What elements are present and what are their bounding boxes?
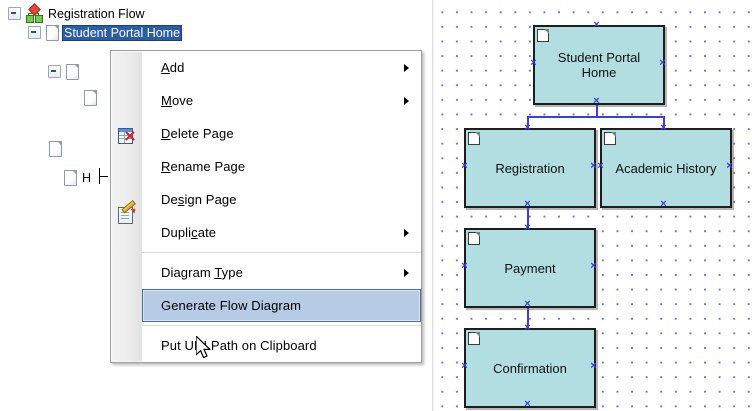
menu-item-move-label: Move xyxy=(161,93,194,108)
expander-icon[interactable] xyxy=(48,65,61,78)
tree-label-student-portal-home: Student Portal Home xyxy=(62,24,183,41)
menu-item-delete-page[interactable]: Delete Page xyxy=(142,117,421,150)
menu-item-design-page-label: Design Page xyxy=(161,192,237,207)
menu-item-add[interactable]: Add xyxy=(142,51,421,84)
page-corner-icon xyxy=(604,132,616,145)
sitemap-icon xyxy=(25,3,43,23)
menu-item-generate-flow-diagram-label: Generate Flow Diagram xyxy=(161,298,302,313)
tree-row-child-3[interactable] xyxy=(48,139,69,158)
connector-sph-branch xyxy=(528,116,665,118)
connection-point[interactable] xyxy=(460,262,469,271)
menu-separator xyxy=(142,325,421,326)
chevron-right-icon xyxy=(404,96,409,105)
connection-point[interactable] xyxy=(460,362,469,371)
diagram-node-confirmation[interactable]: Confirmation xyxy=(464,328,596,408)
page-icon xyxy=(48,140,62,157)
page-icon xyxy=(63,169,77,186)
tree-row-child-4[interactable]: H xyxy=(63,168,93,187)
tree-connector-line xyxy=(99,176,108,177)
menu-item-diagram-type-label: Diagram Type xyxy=(161,265,243,280)
diagram-node-student-portal-home[interactable]: Student Portal Home xyxy=(533,25,665,105)
connection-point[interactable] xyxy=(658,59,667,68)
menu-item-duplicate-label: Duplicate xyxy=(161,225,217,240)
diagram-node-payment[interactable]: Payment xyxy=(464,228,596,308)
connection-point[interactable] xyxy=(596,162,605,171)
connection-point[interactable] xyxy=(589,362,598,371)
tree-row-child-1[interactable] xyxy=(48,62,86,81)
canvas-edge-shadow xyxy=(432,0,435,411)
page-icon xyxy=(83,89,97,106)
expander-icon[interactable] xyxy=(8,7,21,20)
page-corner-icon xyxy=(468,332,480,345)
connection-point[interactable] xyxy=(523,300,532,309)
connection-point[interactable] xyxy=(523,200,532,209)
diagram-node-registration[interactable]: Registration xyxy=(464,128,596,208)
menu-item-list: Add Move Delete Page Rename Page Design … xyxy=(142,51,421,362)
page-corner-icon xyxy=(468,132,480,145)
page-corner-icon xyxy=(468,232,480,245)
connection-point[interactable] xyxy=(592,97,601,106)
diagram-node-label: Student Portal Home xyxy=(557,50,641,80)
menu-item-rename-page[interactable]: Rename Page xyxy=(142,150,421,183)
connection-point[interactable] xyxy=(659,124,668,133)
connector-payment-confirmation xyxy=(527,303,529,329)
tree-row-student-portal-home[interactable]: Student Portal Home xyxy=(28,23,183,42)
chevron-right-icon xyxy=(404,268,409,277)
diagram-node-academic-history[interactable]: Academic History xyxy=(600,128,732,208)
menu-item-duplicate[interactable]: Duplicate xyxy=(142,216,421,249)
diagram-node-label: Academic History xyxy=(615,160,717,176)
diagram-node-label: Payment xyxy=(504,260,556,276)
menu-item-rename-page-label: Rename Page xyxy=(161,159,246,174)
menu-item-design-page[interactable]: Design Page xyxy=(142,183,421,216)
connection-point[interactable] xyxy=(460,162,469,171)
page-icon xyxy=(65,63,79,80)
connection-point[interactable] xyxy=(592,21,601,30)
flow-diagram-canvas[interactable]: Student Portal Home Registration Academi… xyxy=(432,0,752,411)
menu-separator xyxy=(142,252,421,253)
connection-point[interactable] xyxy=(725,162,734,171)
connection-point[interactable] xyxy=(659,200,668,209)
connection-point[interactable] xyxy=(589,262,598,271)
tree-label-child-1 xyxy=(82,71,86,73)
menu-item-put-uri-path-label: Put URI Path on Clipboard xyxy=(161,338,317,353)
page-icon xyxy=(45,24,59,41)
tree-row-root[interactable]: Registration Flow xyxy=(8,3,147,23)
connector-sph-trunk xyxy=(596,101,598,117)
menu-item-move[interactable]: Move xyxy=(142,84,421,117)
tree-label-child-2 xyxy=(100,97,104,99)
connection-point[interactable] xyxy=(523,124,532,133)
delete-page-icon xyxy=(118,128,136,146)
diagram-node-label: Confirmation xyxy=(493,360,567,376)
menu-item-add-label: Add xyxy=(161,60,185,75)
expander-icon[interactable] xyxy=(28,26,41,39)
menu-item-put-uri-path[interactable]: Put URI Path on Clipboard xyxy=(142,329,421,362)
menu-item-generate-flow-diagram[interactable]: Generate Flow Diagram xyxy=(142,289,421,322)
design-page-icon xyxy=(118,199,138,224)
menu-item-diagram-type[interactable]: Diagram Type xyxy=(142,256,421,289)
connection-point[interactable] xyxy=(523,224,532,233)
connector-registration-payment xyxy=(527,203,529,229)
connection-point[interactable] xyxy=(529,59,538,68)
tree-label-child-4: H xyxy=(82,170,92,185)
chevron-right-icon xyxy=(404,228,409,237)
menu-item-delete-page-label: Delete Page xyxy=(161,126,234,141)
connection-point[interactable] xyxy=(523,400,532,409)
tree-row-child-2[interactable] xyxy=(83,88,104,107)
diagram-node-label: Registration xyxy=(495,160,565,176)
tree-label-root: Registration Flow xyxy=(48,6,145,21)
connection-point[interactable] xyxy=(523,324,532,333)
chevron-right-icon xyxy=(404,63,409,72)
tree-label-child-3 xyxy=(65,148,69,150)
page-context-menu[interactable]: Add Move Delete Page Rename Page Design … xyxy=(110,50,422,363)
page-corner-icon xyxy=(537,29,549,42)
